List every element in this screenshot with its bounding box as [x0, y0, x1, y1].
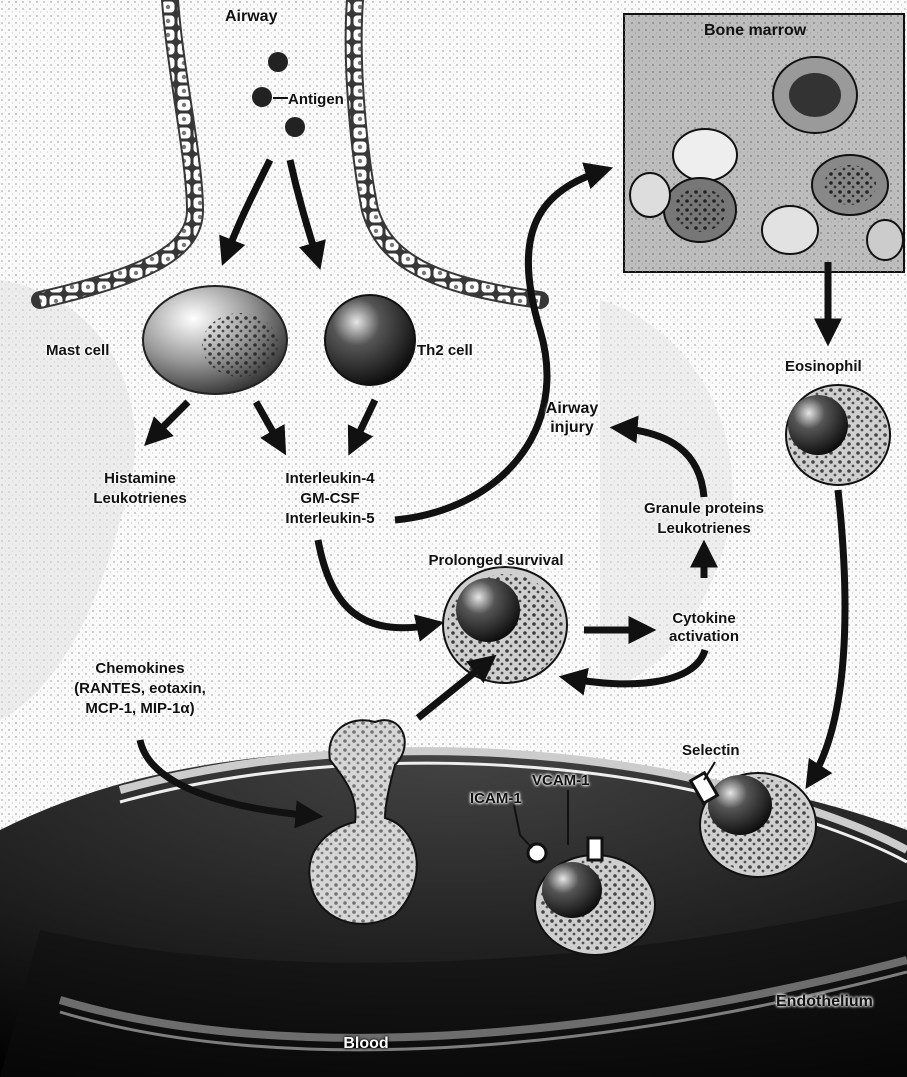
chemokines-list-line2: MCP-1, MIP-1α) — [85, 700, 194, 718]
icam-1-label: ICAM-1 — [470, 790, 522, 808]
selectin-label: Selectin — [682, 742, 740, 760]
th2-cell-label: Th2 cell — [417, 342, 473, 360]
mast-cell-label: Mast cell — [46, 342, 109, 360]
antigen-label: Antigen — [288, 91, 344, 109]
eosinophil-label: Eosinophil — [785, 358, 862, 376]
adherent-eosinophil-right — [700, 773, 816, 877]
eosinophil-cell — [786, 385, 890, 485]
airway-injury-label-line1: Airway — [546, 400, 598, 418]
bone-marrow-panel — [624, 14, 904, 272]
activated-eosinophil-cell — [443, 567, 567, 683]
chemokines-list-line1: (RANTES, eotaxin, — [74, 680, 206, 698]
blood-label: Blood — [343, 1035, 388, 1053]
chemokines-label: Chemokines — [95, 660, 184, 678]
granule-proteins-label: Granule proteins — [644, 500, 764, 518]
interleukin-5-label: Interleukin-5 — [285, 510, 374, 528]
leukotrienes-label: Leukotrienes — [93, 490, 186, 508]
leukotrienes-product-label: Leukotrienes — [657, 520, 750, 538]
airway-injury-label-line2: injury — [550, 419, 594, 437]
endothelium-label: Endothelium — [776, 993, 873, 1011]
interleukin-4-label: Interleukin-4 — [285, 470, 374, 488]
airway-label: Airway — [225, 8, 277, 26]
cytokine-label: Cytokine — [672, 610, 735, 628]
th2-cell — [325, 295, 415, 385]
gm-csf-label: GM-CSF — [300, 490, 359, 508]
activation-label: activation — [669, 628, 739, 646]
histamine-label: Histamine — [104, 470, 176, 488]
adherent-eosinophil-left — [535, 855, 655, 955]
bone-marrow-label: Bone marrow — [704, 22, 806, 40]
mast-cell — [143, 286, 287, 394]
prolonged-survival-label: Prolonged survival — [428, 552, 563, 570]
vcam-1-label: VCAM-1 — [532, 772, 590, 790]
